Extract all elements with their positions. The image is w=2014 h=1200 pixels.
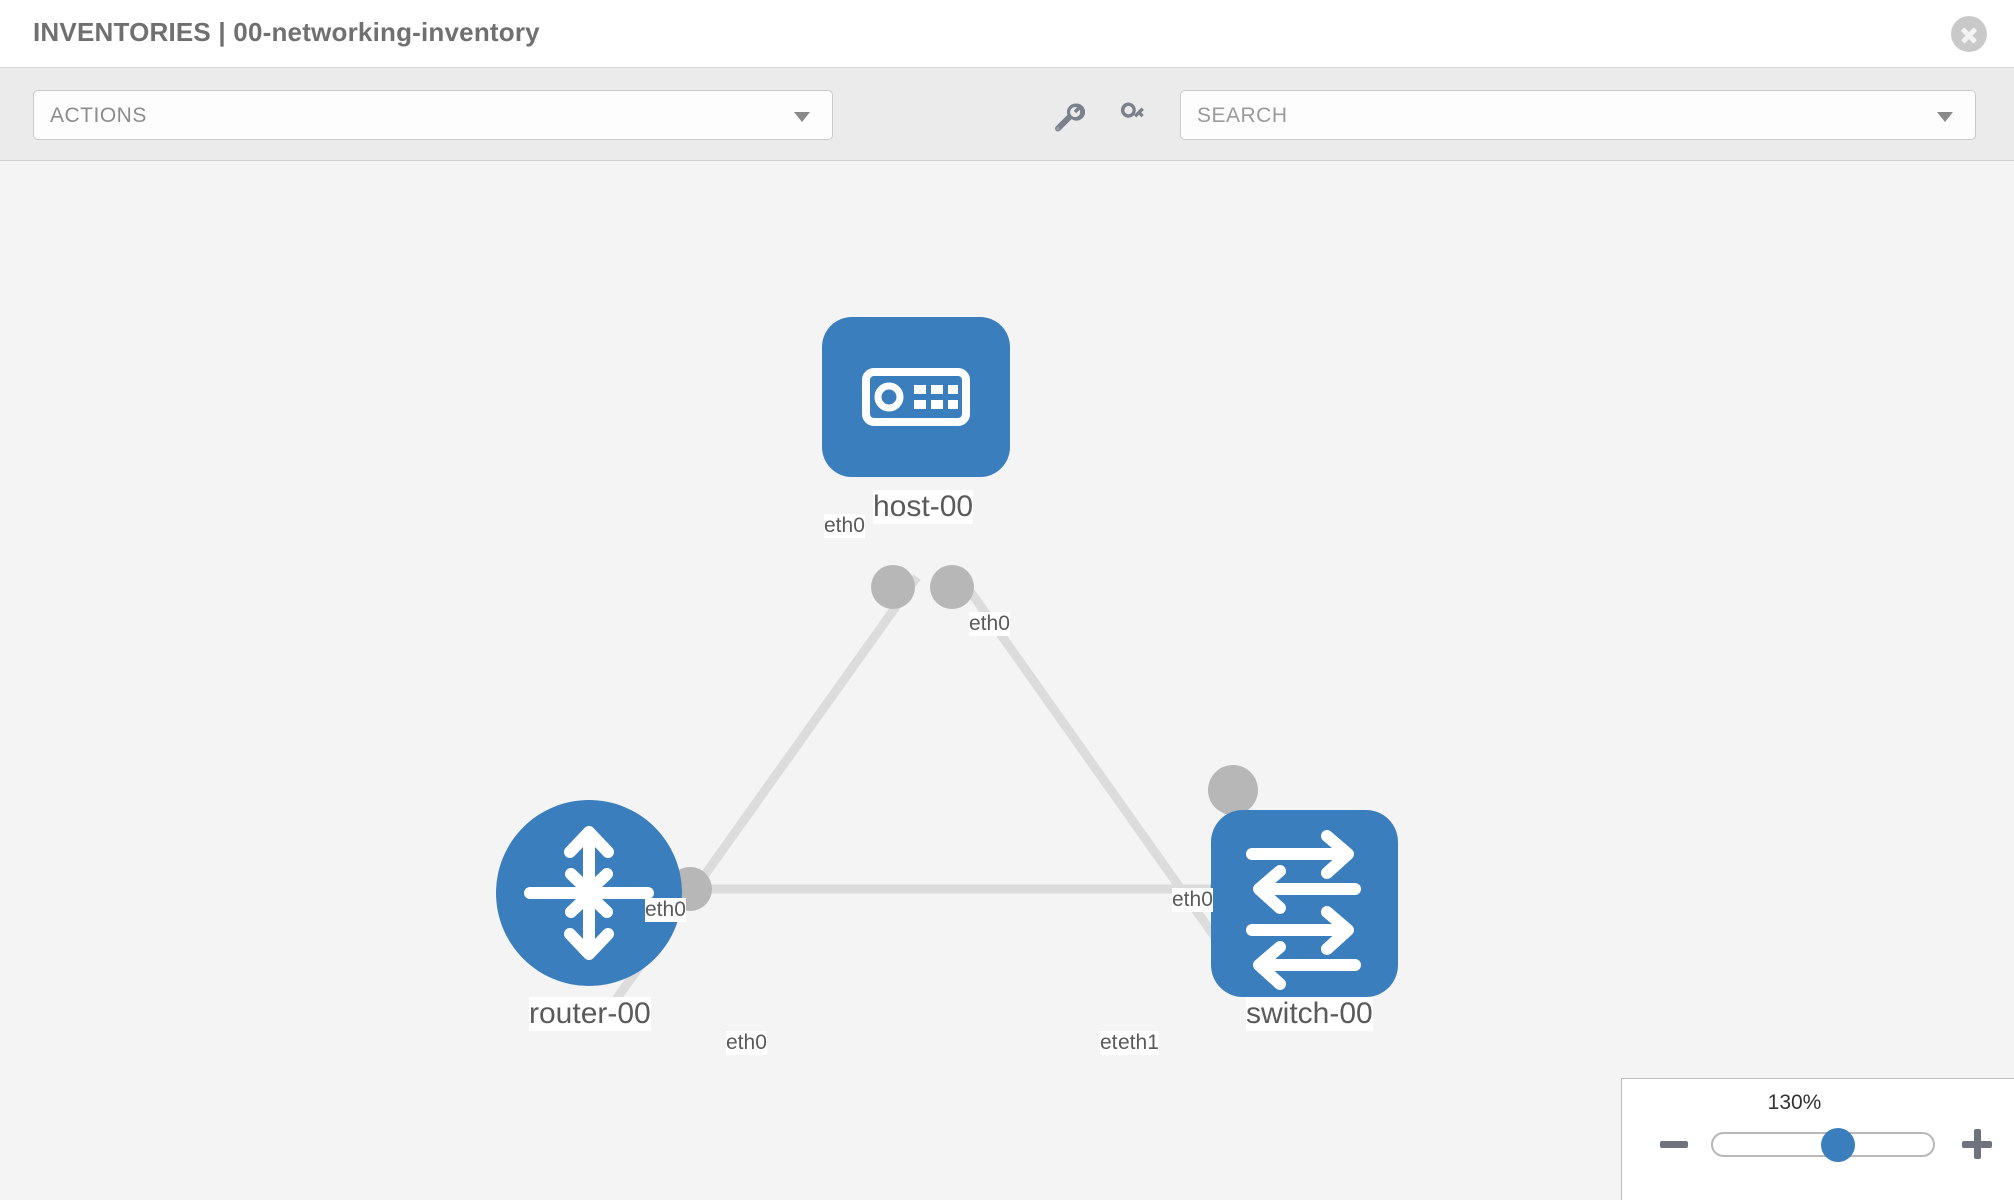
connector-host00-right[interactable] [930,565,974,609]
chevron-down-icon [1937,112,1953,122]
page-title: INVENTORIES | 00-networking-inventory [33,17,540,47]
topology-graph [496,317,1398,1025]
connector-layer [668,565,1258,911]
interface-label-router00-uplink: eth0 [645,898,686,922]
interface-label-switch00-west: eth1 [1118,1031,1159,1055]
zoom-percent-label: 130% [1767,1091,1822,1114]
connector-switch00-northwest[interactable] [1208,765,1258,815]
interface-label-host00-to-switch00: eth0 [969,612,1010,636]
link-layer [596,574,1272,1025]
router-arrows-icon [524,826,654,960]
interface-label-host00-to-router00: eth0 [824,514,865,538]
zoom-out-button[interactable] [1660,1141,1688,1148]
switch-arrows-icon [1246,830,1361,990]
topology-canvas[interactable]: host-00 router-00 switch-00 eth0 eth0 et… [0,162,2014,1200]
connector-host00-left[interactable] [871,565,915,609]
node-label-host-00: host-00 [873,490,974,524]
interface-label-router00-east: eth0 [726,1031,767,1055]
search-input[interactable]: SEARCH [1180,90,1976,140]
zoom-in-button[interactable] [1962,1129,1992,1159]
chevron-down-icon [794,112,810,122]
actions-dropdown-label: ACTIONS [50,104,147,127]
close-icon[interactable] [1951,16,1987,52]
search-placeholder: SEARCH [1197,104,1288,127]
zoom-control-panel: 130% [1621,1078,2014,1200]
server-icon [862,368,970,426]
node-switch-00[interactable] [1211,810,1398,997]
key-icon[interactable] [1113,96,1153,136]
toolbar: ACTIONS SEARCH [0,68,2014,161]
node-router-00[interactable] [496,800,682,986]
zoom-slider-thumb[interactable] [1821,1128,1856,1162]
wrench-icon[interactable] [1046,96,1086,136]
actions-dropdown[interactable]: ACTIONS [33,90,833,140]
page-header: INVENTORIES | 00-networking-inventory [0,0,2014,68]
node-label-router-00: router-00 [529,997,651,1031]
node-label-switch-00: switch-00 [1246,997,1373,1031]
node-host-00[interactable] [822,317,1010,477]
interface-label-switch00-uplink: eth0 [1172,888,1213,912]
